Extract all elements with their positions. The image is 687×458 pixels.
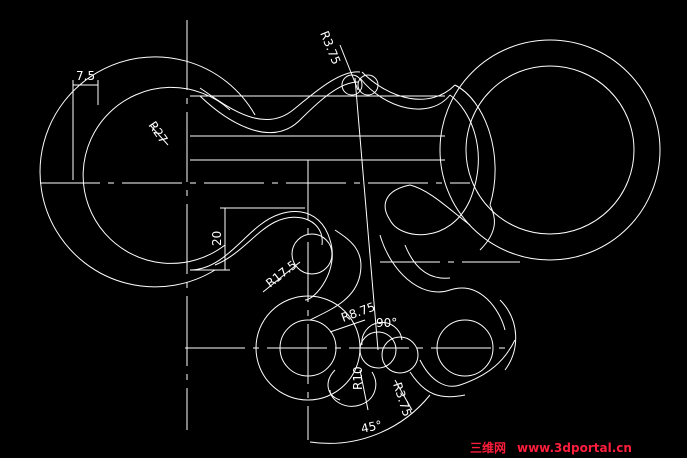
middle-s-curve [190,211,361,320]
dim-r3-75-top: R3.75 [317,29,343,67]
dim-r8-75: R8.75 [339,300,377,325]
lower-loops [256,296,516,406]
small-circle-top-right [358,75,378,95]
right-s-shape [380,85,505,330]
watermark-chinese: 三维网 [470,440,506,455]
center-lines [40,20,520,440]
dim-r10: R10 [351,366,365,390]
dimension-leaders [73,45,430,443]
dim-20: 20 [210,231,224,246]
dim-angle-90: 90° [376,316,397,330]
dim-7-5: 7.5 [76,69,95,83]
left-lobe [40,57,255,287]
right-loop [440,40,660,260]
dim-angle-45: 45° [360,418,384,436]
dim-r17-5: R17.5 [263,258,299,291]
top-s-curve [200,72,455,133]
dim-r3-75-bottom: R3.75 [390,381,414,419]
watermark-url: www.3dportal.cn [517,441,632,455]
dim-r27: R27 [146,119,171,146]
